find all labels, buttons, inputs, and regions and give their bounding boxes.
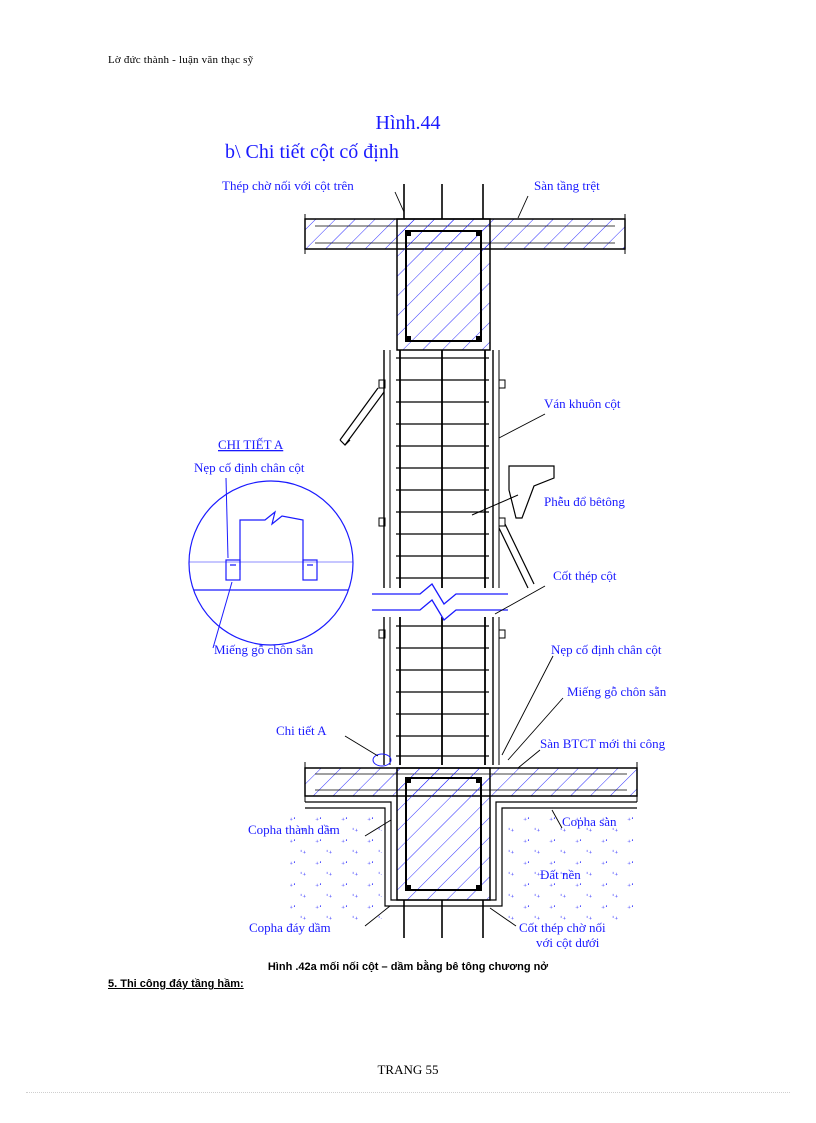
label-ground: Đất nền: [540, 867, 581, 882]
label-detail-clamp: Nẹp cố định chân cột: [194, 460, 305, 475]
ground-soil-right: [505, 812, 633, 924]
section-heading: 5. Thi công đáy tầng hầm:: [108, 978, 244, 990]
label-beam-bottom-formwork: Copha đáy dầm: [249, 920, 331, 935]
detail-a-circle: [188, 480, 354, 646]
label-concrete-hopper: Phễu đổ bêtông: [544, 494, 625, 509]
upper-starter-bars: [403, 184, 484, 219]
lower-starter-bars: [403, 900, 484, 938]
label-starter-bars-upper: Thép chờ nối với cột trên: [222, 178, 354, 193]
page-header: Lờ đức thành - luận văn thạc sỹ: [108, 54, 254, 66]
label-beam-side-formwork: Copha thành dầm: [248, 822, 340, 837]
upper-column-section: [396, 218, 491, 351]
label-detail-a-title: CHI TIẾT A: [218, 437, 284, 452]
figure-title: Hình.44: [375, 112, 441, 134]
label-embedded-wood-detail: Miếng gỗ chôn sẵn: [214, 642, 314, 657]
label-embedded-wood: Miếng gỗ chôn sẵn: [567, 684, 667, 699]
label-detail-a-ref: Chi tiết A: [276, 723, 327, 738]
page-bottom-divider: [26, 1092, 790, 1093]
page-number: TRANG 55: [377, 1062, 439, 1077]
column-detail-drawing: ⁺ʻ ˈ⁺: [188, 178, 667, 950]
ground-soil-left: [290, 812, 382, 924]
figure-subtitle: b\ Chi tiết cột cố định: [225, 141, 399, 163]
beam-formwork: [305, 801, 637, 907]
lower-beam-section: [396, 767, 491, 901]
label-column-formwork: Ván khuôn cột: [544, 396, 621, 411]
column-formwork: [378, 350, 506, 765]
label-column-rebar: Cốt thép cột: [553, 568, 617, 583]
label-ground-floor-slab: Sàn tầng trệt: [534, 178, 600, 193]
column-rebar-cage: [396, 350, 489, 765]
concrete-hopper: [508, 465, 555, 519]
label-starter-bars-lower-2: với cột dưới: [536, 935, 600, 950]
label-new-rc-slab: Sàn BTCT mới thi công: [540, 736, 666, 751]
break-line: [372, 583, 508, 621]
figure-caption: Hình .42a mối nối cột – dầm bằng bê tông…: [267, 961, 549, 973]
leader-lines: [344, 191, 564, 927]
label-slab-formwork: Copha sàn: [562, 814, 617, 829]
column-braces: [339, 387, 535, 589]
label-column-base-clamp: Nẹp cố định chân cột: [551, 642, 662, 657]
label-starter-bars-lower-1: Cốt thép chờ nối: [519, 920, 606, 935]
